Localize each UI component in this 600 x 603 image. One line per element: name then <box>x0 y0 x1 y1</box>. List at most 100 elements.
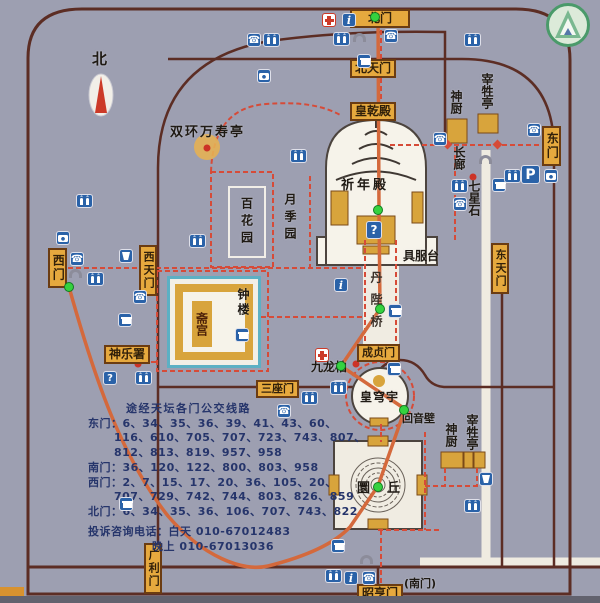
zaishengting-south-label: 宰牲亭 <box>465 414 479 450</box>
complaint-phone-night: 晚上 010-67013036 <box>152 539 275 553</box>
park-emblem-logo <box>546 3 590 47</box>
phone-icon: ☎ <box>277 404 291 418</box>
restroom-icon <box>87 272 104 286</box>
shop-icon <box>331 539 345 553</box>
bus-line: 707、729、742、744、803、826、859 <box>114 490 355 504</box>
info-icon: i <box>344 571 358 585</box>
qiniandian-complex <box>316 109 438 266</box>
bus-line: 北门：6、34、35、36、106、707、743、822 <box>88 505 358 519</box>
huangqiongyu-label: 皇穹宇 <box>360 390 400 404</box>
zaishengting-north-label: 宰牲亭 <box>480 73 494 109</box>
tour-stop-dot-danbiqiao <box>375 304 385 314</box>
bus-panel-title: 途经天坛各门公交线路 <box>126 402 251 415</box>
bus-line: 812、813、819、957、958 <box>114 446 283 460</box>
phone-icon: ☎ <box>247 33 261 47</box>
restroom-icon <box>301 391 318 405</box>
visitor-paths <box>68 30 554 588</box>
restroom-icon <box>325 569 342 583</box>
zhonglou-label: 钟楼 <box>236 288 250 318</box>
south-gate-note: (南门) <box>404 577 437 590</box>
phone-icon: ☎ <box>70 252 84 266</box>
yuejiyuan-label: 月季园 <box>283 193 297 244</box>
phone-icon: ☎ <box>133 290 147 304</box>
baihuayuan-garden: 百花园 <box>228 186 266 258</box>
tour-stop-dot-yuanqiu <box>373 482 383 492</box>
restroom-icon <box>330 381 347 395</box>
tour-stop-dot-west-gate <box>64 282 74 292</box>
double-ring-pavilion-label: 双环万寿亭 <box>170 125 246 140</box>
restroom-icon <box>464 499 481 513</box>
question-icon: ? <box>103 371 117 385</box>
tour-stop-dot-north-gate <box>370 12 380 22</box>
qiniandian-label: 祈年殿 <box>341 178 390 193</box>
question-icon: ? <box>366 221 382 239</box>
yuanqiu-label-left: 圜 <box>357 481 371 496</box>
camera-icon <box>56 231 70 245</box>
restroom-icon <box>333 32 350 46</box>
first-aid-icon <box>315 348 329 362</box>
camera-icon <box>257 69 271 83</box>
zhaigong-label: 斋宫 <box>192 301 212 347</box>
yuanqiu-label-right: 丘 <box>387 481 401 496</box>
phone-icon: ☎ <box>433 132 447 146</box>
shop-icon <box>388 304 402 318</box>
parking-icon: P <box>521 165 540 184</box>
scan-bottom-edge <box>0 596 600 603</box>
shop-icon <box>118 313 132 327</box>
phone-icon: ☎ <box>384 29 398 43</box>
shop-icon <box>235 328 249 342</box>
zhaigong-compound: 斋宫 <box>167 276 261 368</box>
huangqiandian-label: 皇乾殿 <box>350 102 397 122</box>
phone-icon: ☎ <box>527 123 541 137</box>
shenchu-south-label: 神厨 <box>444 423 458 447</box>
bus-line: 东门：6、34、35、36、39、41、43、60、 <box>88 416 337 430</box>
baihuayuan-label: 百花园 <box>239 196 254 248</box>
complaint-phone-day: 投诉咨询电话：白天 010-67012483 <box>88 524 291 538</box>
info-icon: i <box>342 13 356 27</box>
phone-icon: ☎ <box>362 571 376 585</box>
shenchu-north-label: 神厨 <box>449 90 463 114</box>
shenyueshu-label: 神乐署 <box>104 345 151 365</box>
gate-north: 北门 <box>350 9 410 29</box>
water-icon <box>479 472 493 486</box>
info-icon: i <box>334 278 348 292</box>
white-walkways <box>420 150 600 567</box>
jufutai-label: 具服台 <box>403 249 440 263</box>
restroom-icon <box>290 149 307 163</box>
gate-chengzhen: 成贞门 <box>357 344 400 363</box>
arch-gate-icon <box>352 30 366 44</box>
bus-routes-panel: 途经天坛各门公交线路 东门：6、34、35、36、39、41、43、60、 11… <box>88 402 366 554</box>
gate-guangli: 广利门 <box>144 543 163 594</box>
tour-route-line <box>67 12 408 569</box>
gate-east-heaven: 东天门 <box>491 243 510 294</box>
shop-icon <box>492 178 506 192</box>
compass-north-label: 北 <box>92 50 108 68</box>
phone-icon: ☎ <box>453 197 467 211</box>
huiyinbi-label: 回音壁 <box>402 412 435 425</box>
gate-east: 东门 <box>542 126 562 166</box>
restroom-icon <box>76 194 93 208</box>
gate-west: 西门 <box>48 248 68 288</box>
bus-line: 116、610、705、707、723、743、807、 <box>114 431 366 445</box>
tour-stop-dot-jiulongbai <box>336 361 346 371</box>
shop-icon <box>387 362 401 376</box>
changlang-label: 长廊 <box>452 146 466 170</box>
camera-icon <box>544 169 558 183</box>
gate-sanzuomen: 三座门 <box>256 380 299 399</box>
service-buildings <box>440 113 499 469</box>
bus-line: 南门：36、120、122、800、803、958 <box>88 460 319 474</box>
arch-gate-icon <box>478 152 492 166</box>
restroom-icon <box>451 179 468 193</box>
restroom-icon <box>263 33 280 47</box>
water-icon <box>119 249 133 263</box>
tour-stop-dot-huiyinbi <box>399 405 409 415</box>
compass-icon <box>88 73 114 117</box>
bus-line: 西门：2、7、15、17、20、36、105、20、 <box>88 475 337 489</box>
qixingshi-label: 七星石 <box>467 180 481 216</box>
arch-gate-icon <box>359 552 373 566</box>
shop-icon <box>119 497 133 511</box>
restroom-icon <box>504 169 521 183</box>
arch-gate-icon <box>68 266 82 280</box>
